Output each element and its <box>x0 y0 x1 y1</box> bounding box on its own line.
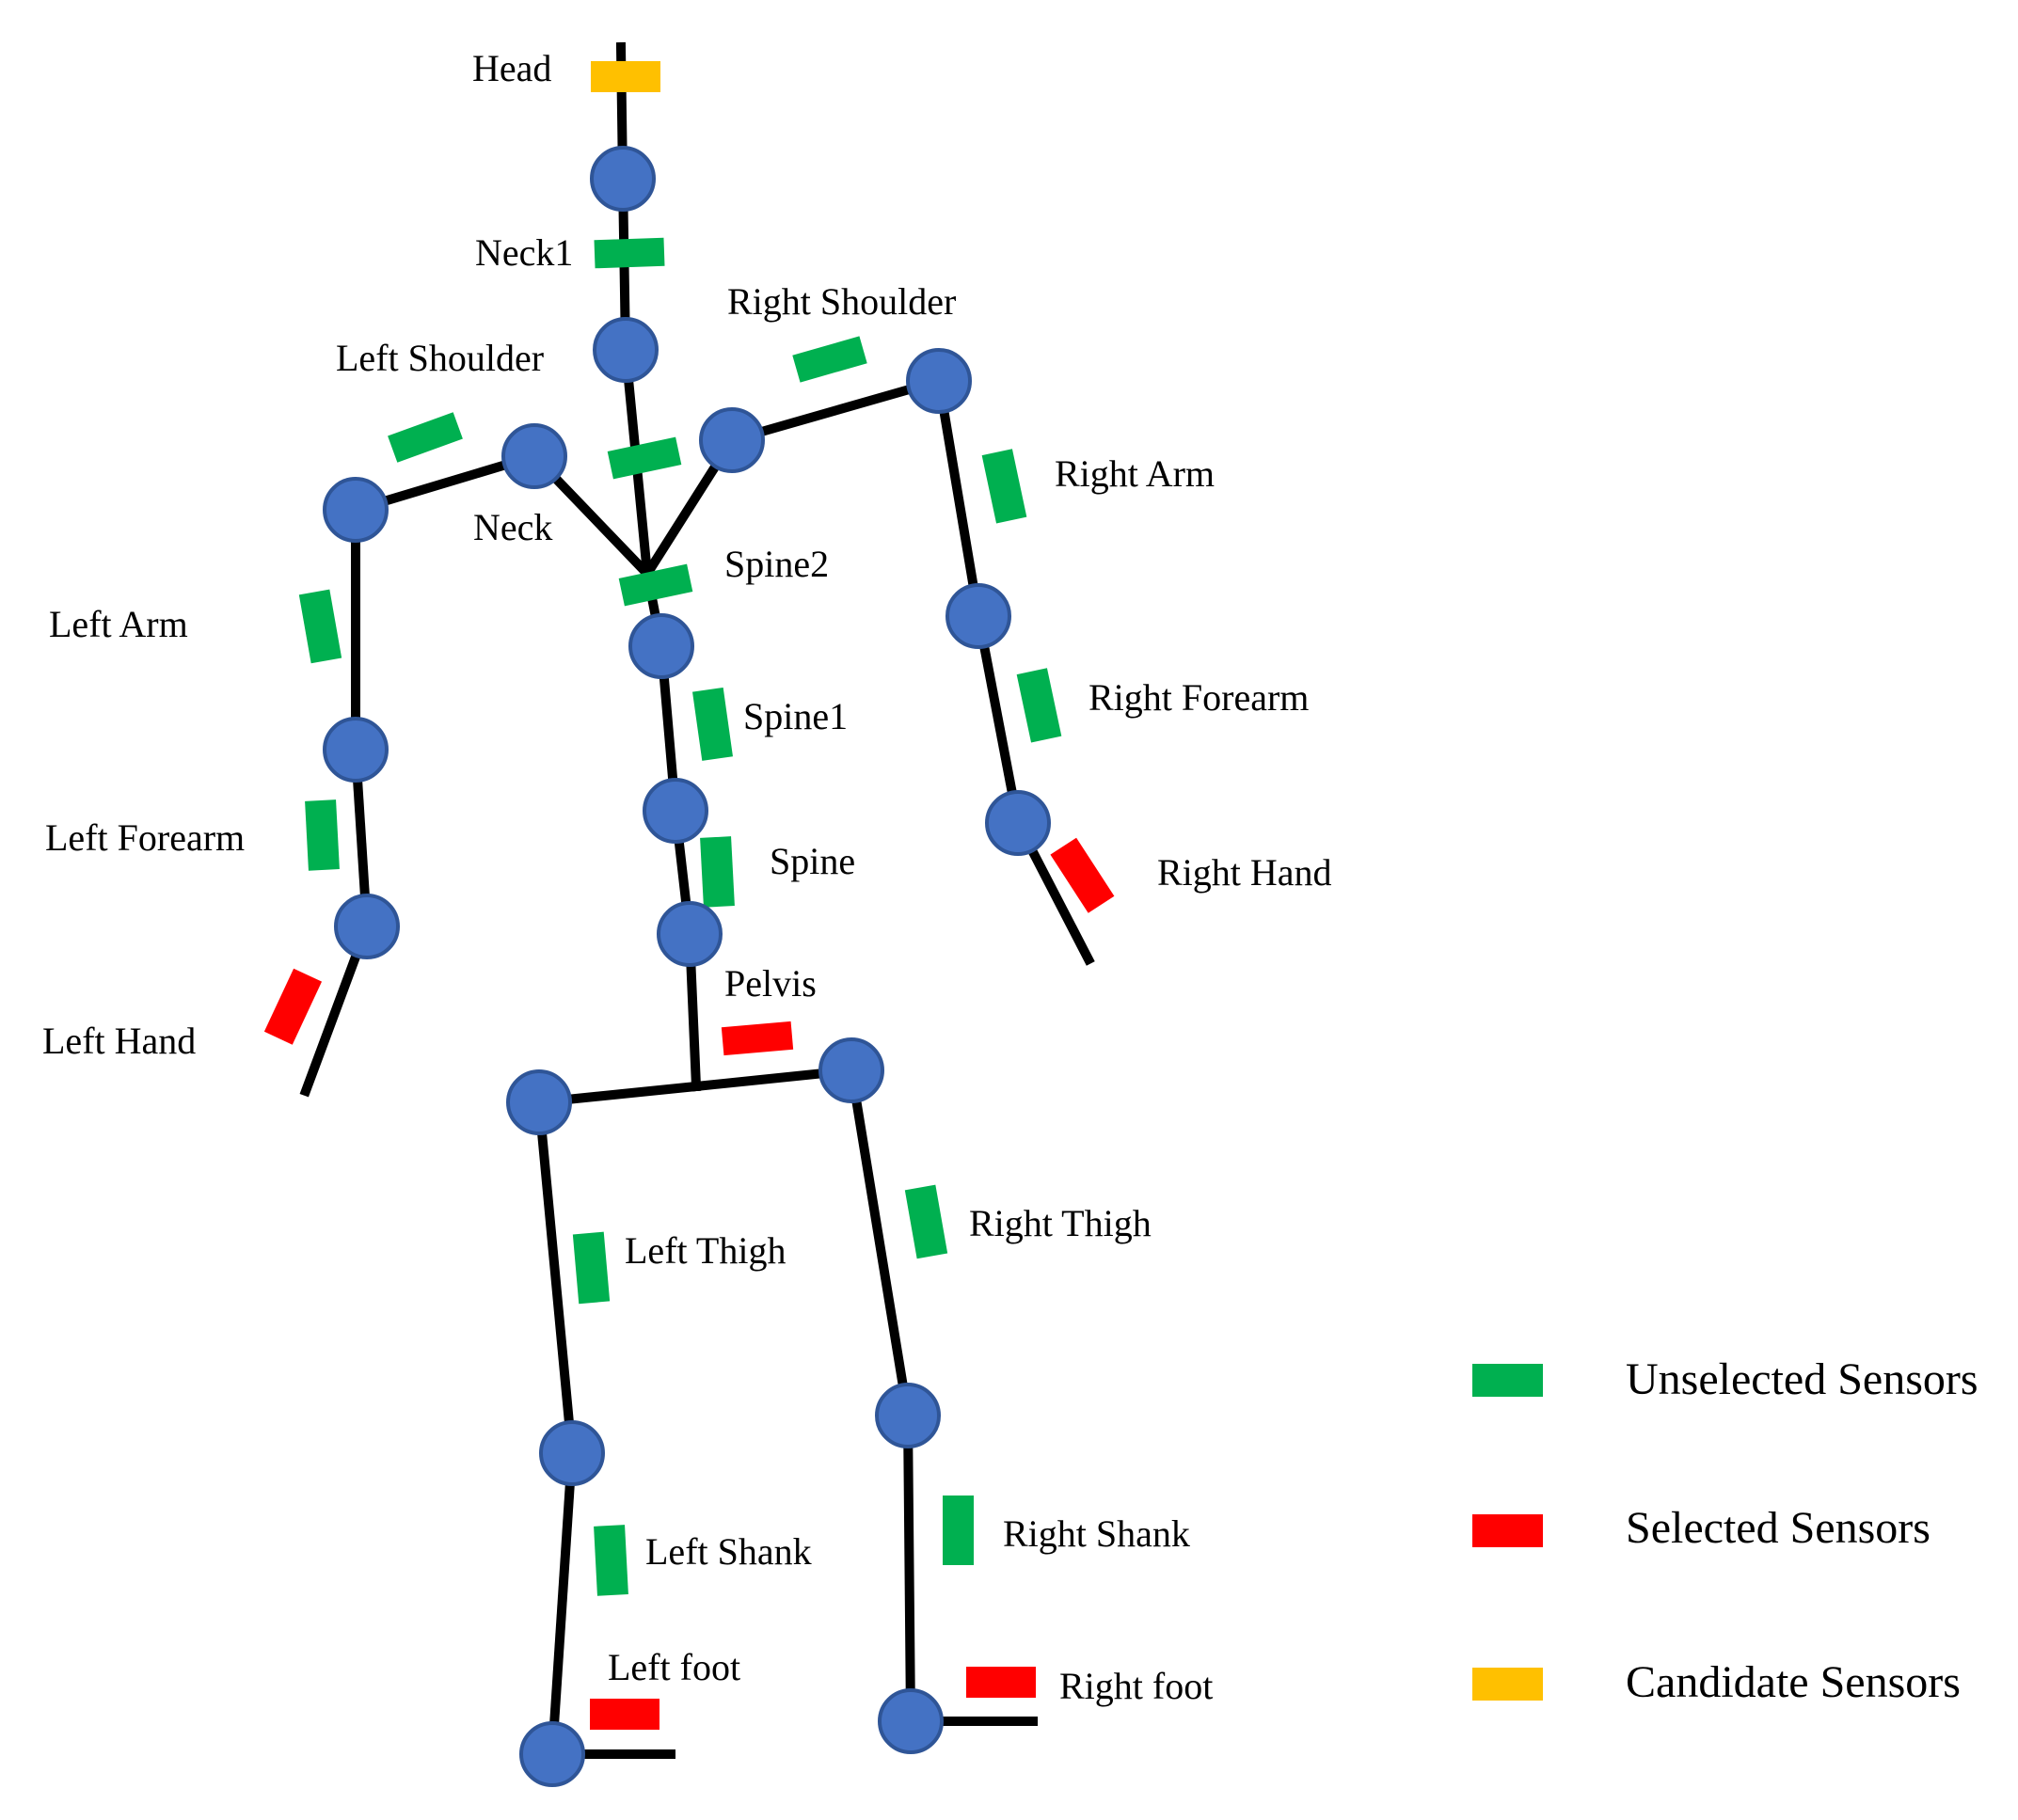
sensor-neck <box>607 436 682 480</box>
bone-right-arm <box>933 375 984 622</box>
sensor-neck1 <box>594 237 665 269</box>
joint-right-knee <box>875 1383 941 1448</box>
joint-right-elbow <box>945 583 1011 649</box>
label-left-shoulder: Left Shoulder <box>336 337 544 379</box>
bone-right-forearm <box>973 610 1024 829</box>
joint-neck1 <box>593 317 659 383</box>
sensor-right-shank <box>943 1496 974 1565</box>
skeleton-joints <box>323 146 1051 1787</box>
label-pelvis: Pelvis <box>724 962 817 1005</box>
label-right-foot: Right foot <box>1059 1665 1213 1707</box>
sensor-left-shank <box>594 1525 628 1596</box>
sensor-left-arm <box>298 589 342 664</box>
sensor-right-forearm <box>1016 668 1062 743</box>
joint-spine2 <box>628 613 694 679</box>
legend-label-selected: Selected Sensors <box>1626 1503 1931 1553</box>
sensor-right-shoulder <box>792 336 867 383</box>
legend-swatch-candidate <box>1472 1668 1543 1701</box>
label-right-shoulder: Right Shoulder <box>727 280 956 323</box>
label-head: Head <box>472 47 551 89</box>
joint-neck <box>501 423 567 489</box>
legend-label-unselected: Unselected Sensors <box>1626 1354 1978 1404</box>
label-spine: Spine <box>770 840 855 882</box>
sensor-spine1 <box>692 687 733 761</box>
sensor-head <box>591 61 660 92</box>
joint-right-shoulder <box>906 348 972 414</box>
joint-right-ankle <box>878 1688 944 1754</box>
bone-right-shoulder <box>725 374 945 447</box>
sensor-pelvis <box>721 1021 794 1056</box>
label-neck1: Neck1 <box>475 231 573 274</box>
sensor-spine2 <box>618 563 693 607</box>
joint-left-ankle <box>519 1721 585 1787</box>
label-left-shank: Left Shank <box>645 1530 812 1573</box>
sensor-right-foot <box>966 1667 1036 1698</box>
label-right-hand: Right Hand <box>1157 851 1332 894</box>
joint-right-hip <box>818 1037 884 1103</box>
sensor-left-shoulder <box>388 412 463 463</box>
joint-left-knee <box>539 1420 605 1486</box>
label-left-foot: Left foot <box>608 1646 740 1688</box>
bone-right-thigh <box>846 1065 914 1421</box>
bone-left-shank <box>547 1448 578 1760</box>
bone-right-shank <box>902 1410 916 1727</box>
label-right-forearm: Right Forearm <box>1088 676 1309 719</box>
bone-left-thigh <box>533 1097 578 1459</box>
joint-right-shoulder-inner <box>699 407 765 473</box>
joint-left-hip <box>506 1069 572 1135</box>
sensor-left-forearm <box>305 799 340 871</box>
joint-left-shoulder <box>323 477 389 543</box>
segment-labels: Head Neck1 Right Shoulder Left Shoulder … <box>42 47 1332 1707</box>
joint-spine <box>657 901 723 967</box>
joint-spine1 <box>643 778 708 844</box>
joint-head <box>590 146 656 212</box>
legend-label-candidate: Candidate Sensors <box>1626 1657 1961 1707</box>
sensor-right-thigh <box>904 1184 948 1259</box>
joint-left-wrist <box>334 894 400 959</box>
sensor-left-thigh <box>572 1231 611 1305</box>
label-left-hand: Left Hand <box>42 1020 196 1062</box>
sensor-left-foot <box>590 1699 659 1730</box>
label-neck: Neck <box>473 506 552 548</box>
sensors <box>263 61 1115 1730</box>
label-right-thigh: Right Thigh <box>969 1202 1152 1244</box>
sensor-right-arm <box>981 449 1027 524</box>
legend-swatch-selected <box>1472 1514 1543 1547</box>
label-right-arm: Right Arm <box>1055 452 1215 495</box>
sensor-spine <box>700 836 735 908</box>
label-left-thigh: Left Thigh <box>625 1229 786 1272</box>
label-spine1: Spine1 <box>743 695 848 737</box>
sensor-left-hand <box>263 968 323 1045</box>
label-left-arm: Left Arm <box>49 603 188 645</box>
legend: Unselected Sensors Selected Sensors Cand… <box>1472 1354 1978 1707</box>
joint-left-elbow <box>323 717 389 783</box>
legend-swatch-unselected <box>1472 1364 1543 1397</box>
label-left-forearm: Left Forearm <box>45 816 245 859</box>
label-right-shank: Right Shank <box>1003 1512 1190 1555</box>
label-spine2: Spine2 <box>724 543 829 585</box>
joint-right-wrist <box>985 790 1051 856</box>
sensor-right-hand <box>1050 837 1115 913</box>
